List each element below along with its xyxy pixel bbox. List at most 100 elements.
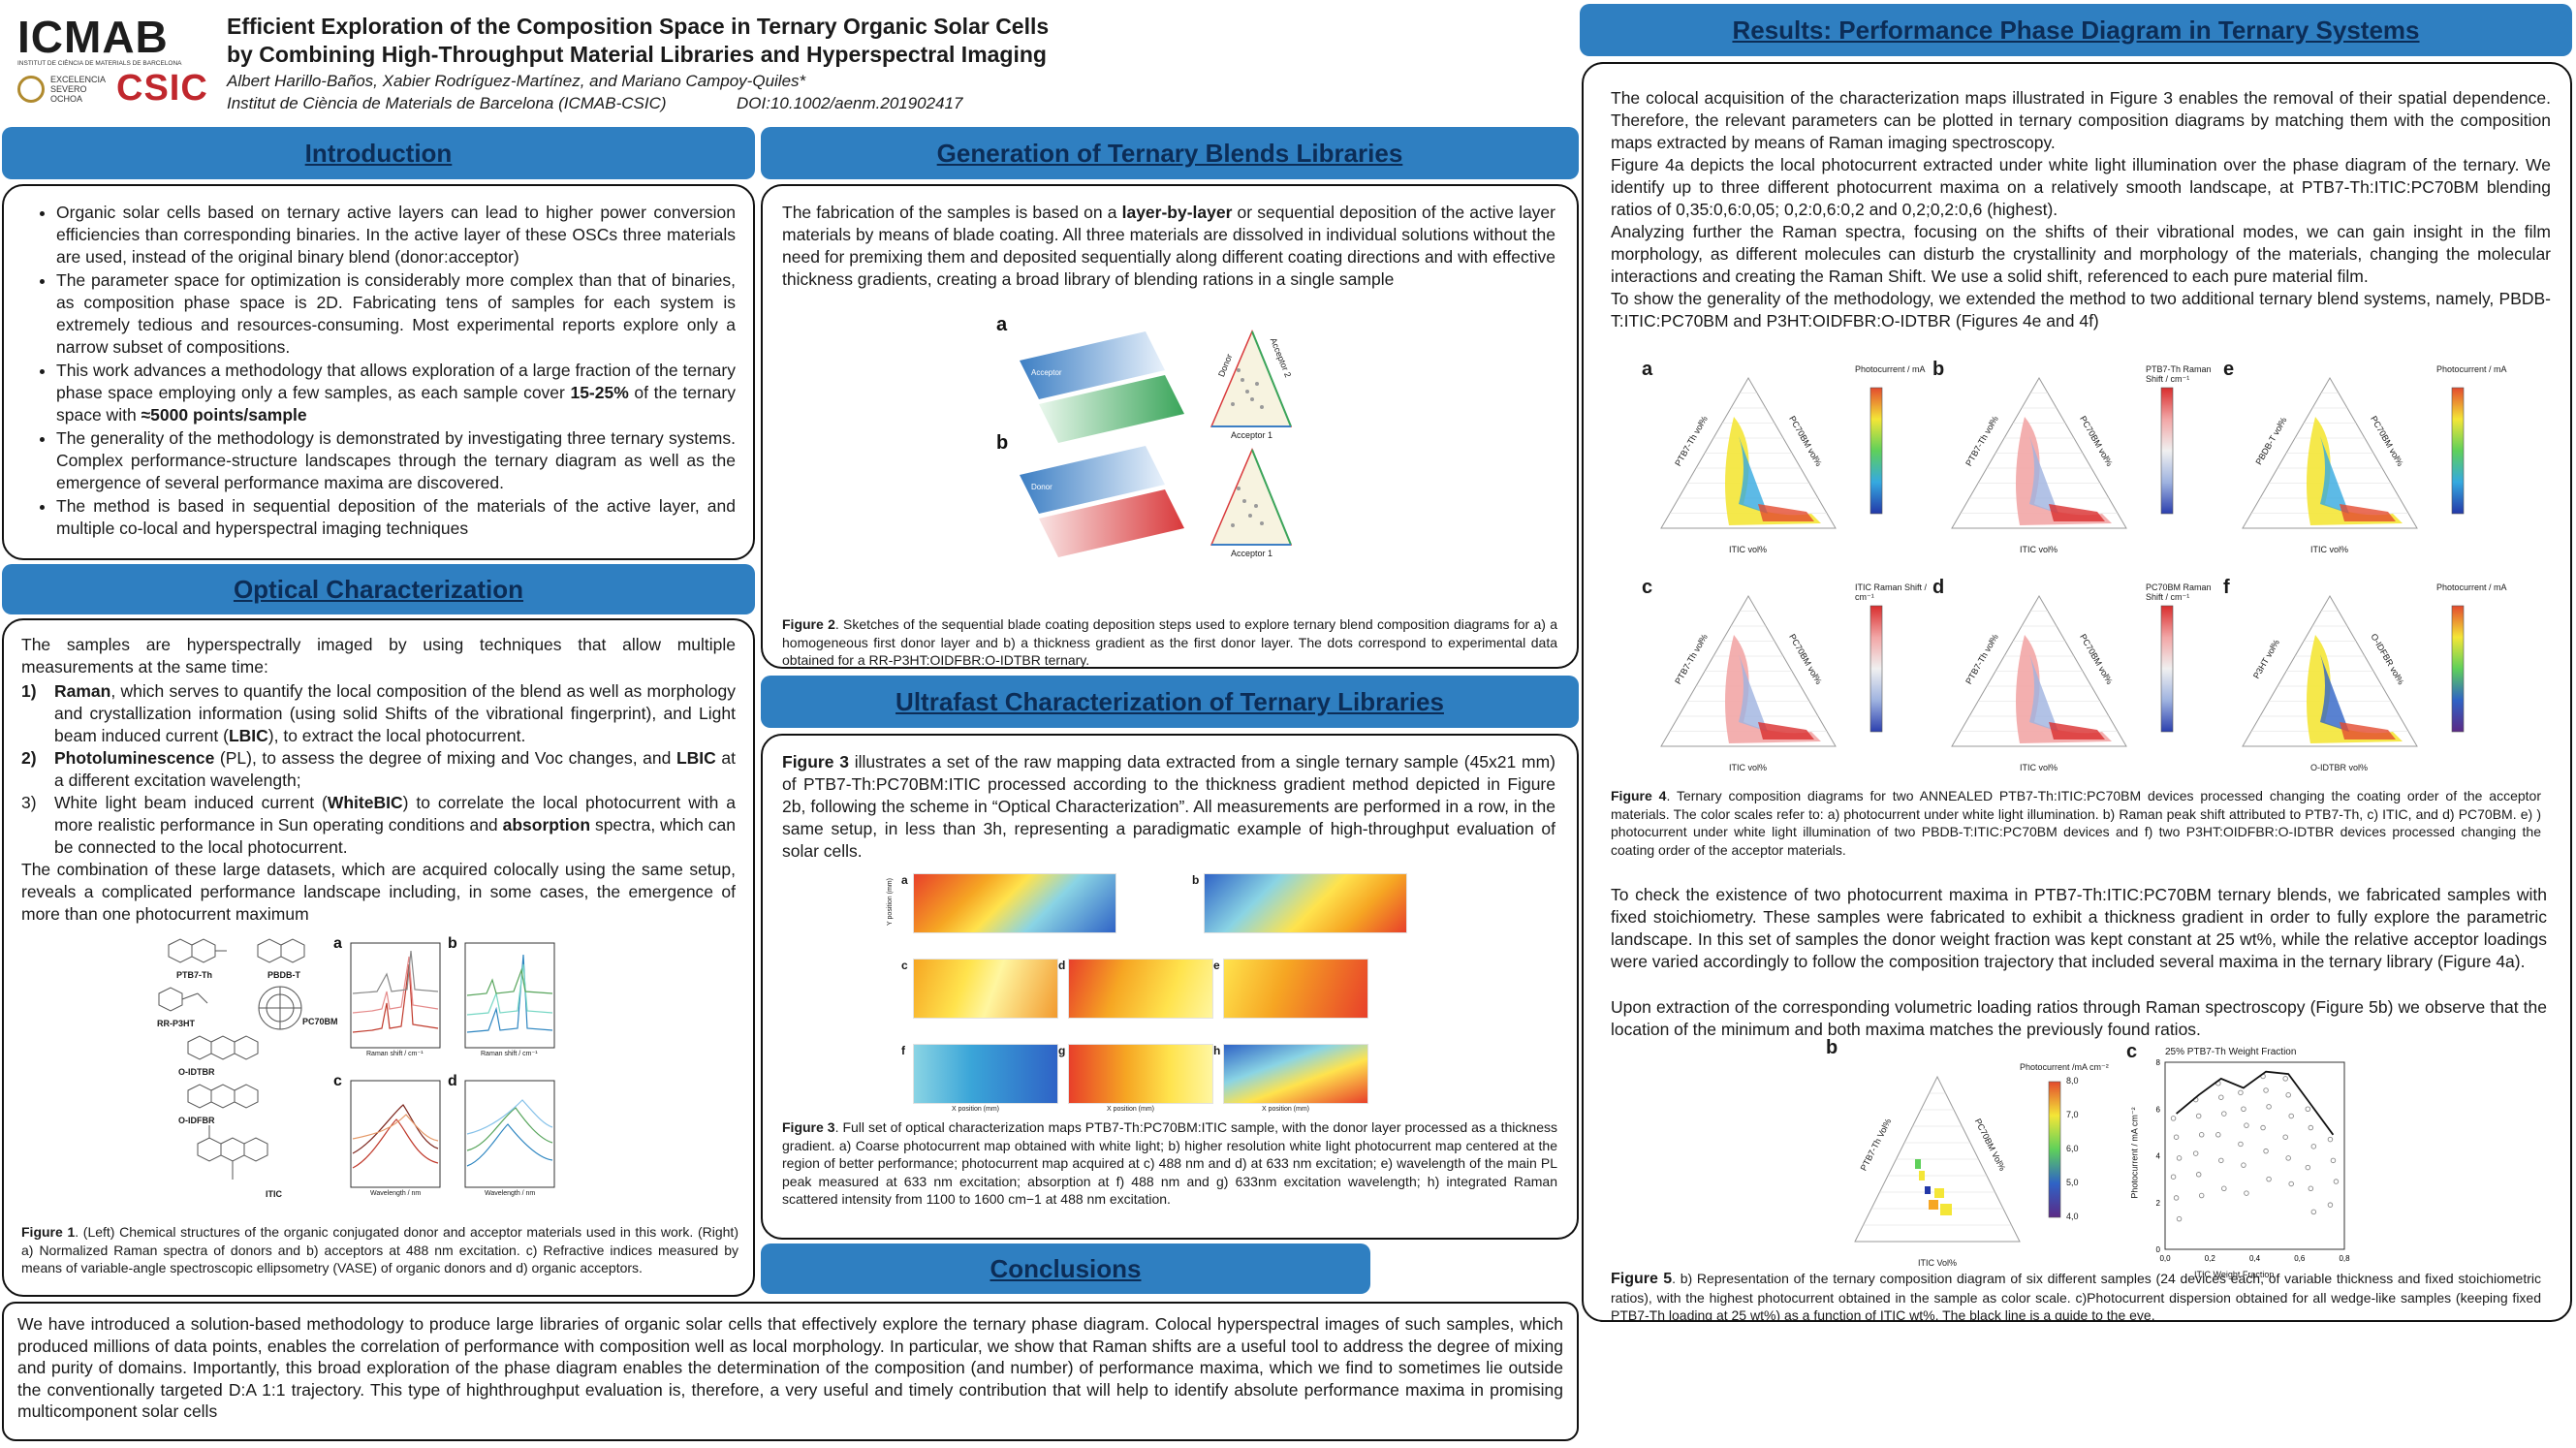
fig5c-point: [2241, 1106, 2246, 1112]
fig3-xlabel: X position (mm): [952, 1106, 1000, 1113]
fig5c-xlabel: ITIC Weight Fraction: [2194, 1270, 2275, 1279]
fig2-axis-acceptor1: Acceptor 1: [1231, 430, 1273, 440]
fig5c-point: [2221, 1111, 2227, 1117]
fig4-scale-label: ITIC Raman Shift / cm⁻¹: [1855, 582, 1928, 602]
fig2-panel-a: a: [996, 314, 1008, 335]
intro-bullet: Organic solar cells based on ternary act…: [56, 202, 736, 268]
fig5c-point: [2198, 1192, 2205, 1199]
label-pc70bm: PC70BM: [302, 1017, 338, 1026]
fig4-panel-label: f: [2223, 577, 2230, 598]
fig5c-point: [2330, 1157, 2337, 1164]
fig5b-scale-tick: 7,0: [2066, 1110, 2079, 1119]
fig3-xlabel-h: X position (mm): [1262, 1106, 1310, 1113]
fig3-panel-a: a: [901, 873, 908, 887]
intro-bullet: This work advances a methodology that al…: [56, 360, 736, 426]
fig4-bottom-axis: ITIC vol%: [2020, 545, 2058, 554]
intro-bullet: The generality of the methodology is dem…: [56, 427, 736, 494]
fig5c-point: [2308, 1124, 2314, 1131]
label-oidfbr: O-IDFBR: [178, 1116, 215, 1125]
label-oidtbr: O-IDTBR: [178, 1067, 215, 1077]
ultrafast-text: Figure 3 illustrates a set of the raw ma…: [782, 752, 1555, 861]
conclusions-banner: Conclusions: [761, 1243, 1370, 1294]
fig4-scale-label: PTB7-Th Raman Shift / cm⁻¹: [2146, 364, 2212, 384]
icmab-logo: ICMAB INSTITUT DE CIÈNCIA DE MATERIALS D…: [17, 14, 211, 68]
fig1-wl-xlabel-d: Wavelength / nm: [485, 1190, 536, 1197]
fig5c-point: [2327, 1136, 2334, 1143]
fig4-panel-label: a: [1642, 359, 1653, 380]
fig3-panel-b: b: [1192, 873, 1200, 887]
fig5b-scale-tick: 6,0: [2066, 1144, 2079, 1153]
fig4-bottom-axis: ITIC vol%: [2310, 545, 2349, 554]
fig1-panel-b: b: [448, 935, 457, 952]
ultrafast-box: Figure 3 illustrates a set of the raw ma…: [761, 734, 1579, 1240]
fig5b-scale-tick: 8,0: [2066, 1076, 2079, 1086]
molecules-drawing: [158, 938, 305, 1180]
conclusions-text: We have introduced a solution-based meth…: [17, 1314, 1563, 1421]
header: ICMAB INSTITUT DE CIÈNCIA DE MATERIALS D…: [0, 0, 1570, 136]
csic-logo: CSIC: [116, 68, 208, 109]
fig3-map-e: [1223, 959, 1368, 1019]
fig5c-y-tick: 2: [2156, 1199, 2161, 1208]
fig5c-point: [2215, 1132, 2221, 1138]
figure-1: PTB7-Th PBDB-T RR-P3HT PC70BM O-IDTBR O-…: [149, 935, 556, 1216]
optical-outro: The combination of these large datasets,…: [21, 860, 736, 924]
fig5b-bottom-axis: ITIC Vol%: [1918, 1258, 1958, 1268]
fig5c-point: [2285, 1092, 2291, 1098]
fig5c-point: [2308, 1185, 2314, 1192]
fig3-panel-f: f: [901, 1044, 905, 1057]
fig5c-y-tick: 6: [2156, 1105, 2161, 1114]
fig5c-point: [2260, 1124, 2266, 1131]
doi: DOI:10.1002/aenm.201902417: [737, 94, 963, 112]
results-p5: To check the existence of two photocurre…: [1611, 885, 2547, 971]
fig2-panel-b: b: [996, 432, 1009, 454]
fig3-panel-g: g: [1058, 1044, 1066, 1057]
optical-banner: Optical Characterization: [2, 564, 755, 614]
figure-2-drawing: [1020, 330, 1293, 557]
label-itic: ITIC: [266, 1189, 282, 1199]
icmab-logo-text: ICMAB: [17, 12, 169, 62]
fig5c-point: [2218, 1094, 2224, 1100]
spectra-drawing: [350, 942, 555, 1188]
fig5c-point: [2282, 1076, 2288, 1082]
fig4-ternary-e: [2242, 377, 2465, 529]
generation-banner: Generation of Ternary Blends Libraries: [761, 127, 1579, 179]
intro-bullet: The method is based in sequential deposi…: [56, 495, 736, 540]
fig4-panel-label: b: [1932, 359, 1945, 380]
fig5b-scale-label: Photocurrent /mA cm⁻²: [2020, 1062, 2109, 1072]
optical-box: The samples are hyperspectrally imaged b…: [2, 618, 755, 1297]
fig5c-y-tick: 8: [2156, 1058, 2161, 1067]
fig5c-point: [2305, 1106, 2311, 1112]
label-ptb7th: PTB7-Th: [176, 970, 212, 980]
results-banner: Results: Performance Phase Diagram in Te…: [1580, 4, 2572, 56]
fig5c-frame: [2164, 1061, 2345, 1250]
fig5c-point: [2241, 1162, 2246, 1168]
fig5b-ternary: [1854, 1075, 2061, 1243]
fig5c-point: [2288, 1180, 2294, 1187]
fig5b-panel-label: b: [1826, 1037, 1838, 1058]
fig5c-point: [2195, 1113, 2202, 1119]
molecule-structures: PTB7-Th PBDB-T RR-P3HT PC70BM O-IDTBR O-…: [149, 935, 338, 1216]
fig5c-point: [2310, 1144, 2317, 1149]
fig5c-point: [2244, 1190, 2249, 1196]
fig5c-point: [2310, 1209, 2317, 1215]
fig4-ternary-f: [2242, 595, 2465, 747]
fig5c-x-tick: 0,2: [2205, 1254, 2216, 1263]
fig5c-y-tick: 0: [2156, 1245, 2161, 1254]
figure-4-caption: Figure 4. Ternary composition diagrams f…: [1611, 788, 2541, 858]
fig5c-point: [2221, 1185, 2227, 1192]
fig5c-point: [2285, 1155, 2291, 1161]
fig5c-point: [2288, 1113, 2294, 1119]
results-p2: Figure 4a depicts the local photocurrent…: [1611, 155, 2551, 219]
fig5c-x-tick: 0,0: [2159, 1254, 2171, 1263]
results-p1: The colocal acquisition of the character…: [1611, 88, 2551, 152]
fig4-scale-label: Photocurrent / mA: [2436, 582, 2507, 592]
fig1-raman-xlabel: Raman shift / cm⁻¹: [366, 1051, 424, 1057]
fig4-bottom-axis: O-IDTBR vol%: [2310, 763, 2369, 772]
fig3-ylabel: Y position (mm): [886, 878, 894, 926]
fig5c-point: [2266, 1176, 2272, 1182]
affiliation: Institut de Ciència de Materials de Barc…: [227, 94, 667, 112]
